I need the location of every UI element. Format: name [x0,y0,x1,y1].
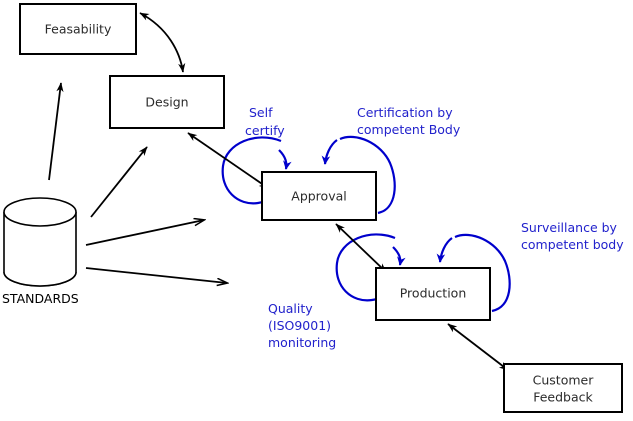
edge-feasability-design [139,12,186,73]
node-customer-feedback-label-line1: Customer [533,373,595,388]
annotation-quality-line3: monitoring [268,335,336,350]
edge-standards-feasability [48,82,64,181]
annotation-quality: Quality (ISO9001) monitoring [268,301,336,350]
node-customer-feedback-label-line2: Feedback [533,390,593,405]
node-approval-label: Approval [291,189,346,204]
edge-standards-design [90,146,148,218]
annotation-surveillance: Surveillance by competent body [521,220,624,252]
node-feasability[interactable]: Feasability [19,3,137,55]
annotation-quality-line2: (ISO9001) [268,318,331,333]
edge-production-customer-feedback [447,323,509,371]
edge-standards-production [85,267,227,283]
node-standards[interactable]: STANDARDS [2,197,79,306]
annotation-surveillance-line2: competent body [521,237,624,252]
node-customer-feedback-box[interactable] [503,363,623,413]
annotation-self-certify-line1: Self [249,105,273,120]
node-production-box[interactable] [375,267,491,321]
surveillance-arrowhead-path [436,237,453,263]
annotation-certification: Certification by competent Body [357,105,461,137]
quality-arrowhead-path [392,246,406,266]
surveillance-arc [454,233,511,313]
node-standards-label: STANDARDS [2,291,79,306]
edge-design-approval [187,132,269,189]
edge-approval-production [335,223,387,273]
annotation-certification-line2: competent Body [357,122,461,137]
node-approval[interactable]: Approval [261,171,377,221]
node-design-box[interactable] [109,75,225,129]
self-certify-arrowhead-path [278,149,292,170]
surveillance-loop [436,233,511,313]
node-feasability-box[interactable] [19,3,137,55]
annotation-quality-line1: Quality [268,301,313,316]
annotation-certification-line1: Certification by [357,105,453,120]
node-production-label: Production [400,286,467,301]
node-feasability-label: Feasability [45,22,112,37]
annotation-self-certify-line2: certify [245,123,285,138]
standards-cylinder-bottom-arc [3,271,77,287]
annotation-surveillance-line1: Surveillance by [521,220,618,235]
node-approval-box[interactable] [261,171,377,221]
standards-cylinder-top[interactable] [3,197,77,227]
edge-standards-approval [85,220,204,246]
node-customer-feedback[interactable]: Customer Feedback [503,363,623,413]
certification-arrowhead-path [321,139,338,165]
node-design[interactable]: Design [109,75,225,129]
node-design-label: Design [145,95,188,110]
certification-arc [339,135,396,215]
node-production[interactable]: Production [375,267,491,321]
certification-loop [321,135,396,215]
annotation-self-certify: Self certify [245,105,285,138]
